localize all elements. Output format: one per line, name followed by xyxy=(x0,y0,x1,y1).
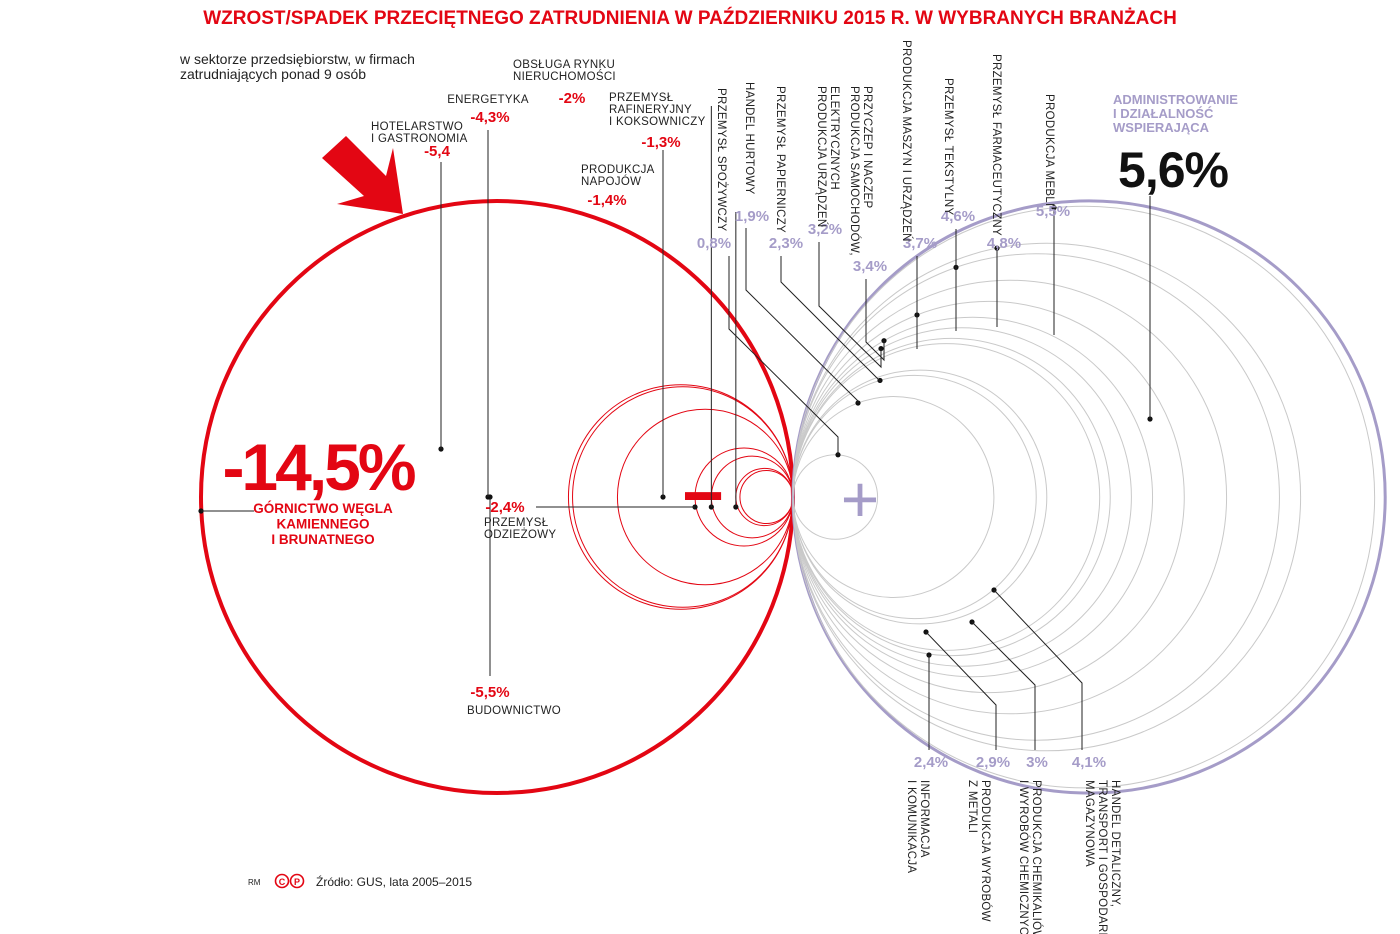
label-przemysl-papierniczy-line-1: PRZEMYSŁ PAPIERNICZY xyxy=(774,86,786,233)
value-administration: 5,6% xyxy=(1118,142,1229,198)
label-administration-line-3: WSPIERAJĄCA xyxy=(1113,120,1210,135)
label-clothing-line-2: ODZIEŻOWY xyxy=(484,528,556,541)
plus-sign: + xyxy=(841,462,880,536)
svg-text:P: P xyxy=(294,877,300,887)
circle-przemysl-spozywczy xyxy=(792,454,879,540)
value-produkcja-wyrobow-z-metali: 2,9% xyxy=(976,754,1010,771)
label-handel-detaliczny-transport-i-gospodarka-magazynowa-line-2: TRANSPORT I GOSPODARKA xyxy=(1096,780,1108,934)
label-produkcja-wyrobow-z-metali-line-2: Z METALI xyxy=(966,780,978,833)
przemysl-papierniczy-leader xyxy=(780,256,881,383)
label-mining-line-2: KAMIENNEGO xyxy=(276,517,369,532)
produkcja-chemikaliow-i-wyrobow-chemicznych-leader xyxy=(971,621,1036,750)
value-handel-hurtowy: 1,9% xyxy=(735,208,769,225)
label-handel-hurtowy-line-1: HANDEL HURTOWY xyxy=(743,82,755,195)
chart-subtitle-line-2: zatrudniających ponad 9 osób xyxy=(180,66,366,82)
value-energy: -4,3% xyxy=(470,109,509,126)
value-beverages: -1,4% xyxy=(587,192,626,209)
label-przemysl-tekstylny-line-1: PRZEMYSŁ TEKSTYLNY xyxy=(942,78,954,216)
label-administration-line-2: I DZIAŁALNOŚĆ xyxy=(1113,106,1214,121)
source-note: Źródło: GUS, lata 2005–2015 xyxy=(316,874,472,889)
chart-subtitle-line-1: w sektorze przedsiębiorstw, w firmach xyxy=(179,51,415,67)
label-real-estate-line-1: OBSŁUGA RYNKU xyxy=(513,59,615,71)
label-produkcja-chemikaliow-i-wyrobow-chemicznych-line-2: I WYROBÓW CHEMICZNYCH xyxy=(1017,780,1030,934)
value-real-estate: -2% xyxy=(559,90,586,107)
label-produkcja-samochodow-przyczep-i-naczep-line-1: PRODUKCJA SAMOCHODÓW, xyxy=(848,86,861,256)
circle-budownictwo xyxy=(567,384,794,610)
label-beverages-line-1: PRODUKCJA xyxy=(581,164,655,176)
produkcja-wyrobow-z-metali-leader xyxy=(925,631,997,750)
credit-initials: RM xyxy=(248,878,261,887)
value-construction: -5,5% xyxy=(470,684,509,701)
value-hotels: -5,4 xyxy=(424,143,451,160)
down-right-arrow-icon xyxy=(322,136,403,214)
value-przemysl-farmaceutyczny: 4,8% xyxy=(987,235,1021,252)
label-hotels-line-2: I GASTRONOMIA xyxy=(371,133,468,145)
produkcja-mebli-marker xyxy=(1051,205,1057,211)
przemysl-spozywczy-leader xyxy=(728,256,839,455)
label-handel-detaliczny-transport-i-gospodarka-magazynowa-line-3: MAGAZYNOWA xyxy=(1083,780,1095,867)
handel-hurtowy-leader xyxy=(745,228,859,404)
cp-logo-icon: C P xyxy=(274,873,305,889)
value-przemysl-spozywczy: 0,8% xyxy=(697,235,731,252)
value-clothing: -2,4% xyxy=(485,499,524,516)
przemysl-farmaceutyczny-marker xyxy=(994,245,1000,251)
label-produkcja-maszyn-i-urzadzen-line-1: PRODUKCJA MASZYN I URZĄDZEŃ xyxy=(900,40,913,242)
label-clothing-line-1: PRZEMYSŁ xyxy=(484,517,549,529)
label-produkcja-urzadzen-elektrycznych-line-2: ELEKTRYCZNYCH xyxy=(828,86,840,190)
svg-text:C: C xyxy=(279,877,286,887)
label-refinery-line-3: I KOKSOWNICZY xyxy=(609,116,706,128)
label-informacja-i-komunikacja-line-2: I KOMUNIKACJA xyxy=(905,780,917,873)
label-administration-line-1: ADMINISTROWANIE xyxy=(1113,92,1238,107)
circle-handel-hurtowy xyxy=(792,396,995,598)
label-informacja-i-komunikacja-line-1: INFORMACJA xyxy=(918,780,930,858)
label-handel-detaliczny-transport-i-gospodarka-magazynowa-line-1: HANDEL DETALICZNY, xyxy=(1109,780,1121,907)
label-przemysl-farmaceutyczny-line-1: PRZEMYSŁ FARMACEUTYCZNY xyxy=(990,54,1002,236)
value-produkcja-samochodow-przyczep-i-naczep: 3,4% xyxy=(853,258,887,275)
label-beverages-line-2: NAPOJÓW xyxy=(581,175,641,188)
label-construction: BUDOWNICTWO xyxy=(467,705,561,717)
value-informacja-i-komunikacja: 2,4% xyxy=(914,754,948,771)
label-energy: ENERGETYKA xyxy=(447,94,529,106)
value-refinery: -1,3% xyxy=(641,134,680,151)
label-produkcja-urzadzen-elektrycznych-line-1: PRODUKCJA URZĄDZEŃ xyxy=(815,86,828,228)
label-hotels-line-1: HOTELARSTWO xyxy=(371,121,463,133)
circle-produkcja-wyrobow-z-metali xyxy=(792,343,1101,651)
label-produkcja-chemikaliow-i-wyrobow-chemicznych-line-1: PRODUKCJA CHEMIKALIÓW xyxy=(1030,780,1043,934)
label-real-estate-line-2: NIERUCHOMOŚCI xyxy=(513,70,616,83)
minus-sign: − xyxy=(682,456,724,536)
label-refinery-line-1: PRZEMYSŁ xyxy=(609,92,674,104)
label-mining-line-1: GÓRNICTWO WĘGLA xyxy=(253,501,393,516)
chart-title: WZROST/SPADEK PRZECIĘTNEGO ZATRUDNIENIA … xyxy=(203,7,1177,29)
value-produkcja-chemikaliow-i-wyrobow-chemicznych: 3% xyxy=(1026,754,1048,771)
label-mining-line-3: I BRUNATNEGO xyxy=(271,532,374,547)
circle-przemysl-papierniczy xyxy=(792,374,1037,620)
produkcja-samochodow-przyczep-i-naczep-leader xyxy=(865,279,885,362)
value-mining: -14,5% xyxy=(222,430,414,504)
value-przemysl-papierniczy: 2,3% xyxy=(769,235,803,252)
label-produkcja-mebli-line-1: PRODUKCJA MEBLI xyxy=(1043,94,1055,207)
value-handel-detaliczny-transport-i-gospodarka-magazynowa: 4,1% xyxy=(1072,754,1106,771)
value-produkcja-mebli: 5,5% xyxy=(1036,203,1070,220)
produkcja-urzadzen-elektrycznych-leader xyxy=(818,242,882,369)
value-produkcja-urzadzen-elektrycznych: 3,2% xyxy=(808,221,842,238)
circle-przemysl-rafineryjny-i-koksowniczy xyxy=(739,469,794,525)
handel-detaliczny-transport-i-gospodarka-magazynowa-leader xyxy=(993,589,1083,750)
label-refinery-line-2: RAFINERYJNY xyxy=(609,104,692,116)
value-produkcja-maszyn-i-urzadzen: 3,7% xyxy=(903,235,937,252)
circle-administrowanie-i-dzialalnosc-wspierajaca xyxy=(791,199,1387,795)
label-przemysl-spozywczy-line-1: PRZEMYSŁ SPOŻYWCZY xyxy=(715,88,728,231)
value-przemysl-tekstylny: 4,6% xyxy=(941,208,975,225)
label-produkcja-samochodow-przyczep-i-naczep-line-2: PRZYCZEP I NACZEP xyxy=(861,86,873,208)
label-produkcja-wyrobow-z-metali-line-1: PRODUKCJA WYROBÓW xyxy=(979,780,992,922)
positive-circles xyxy=(791,199,1387,795)
